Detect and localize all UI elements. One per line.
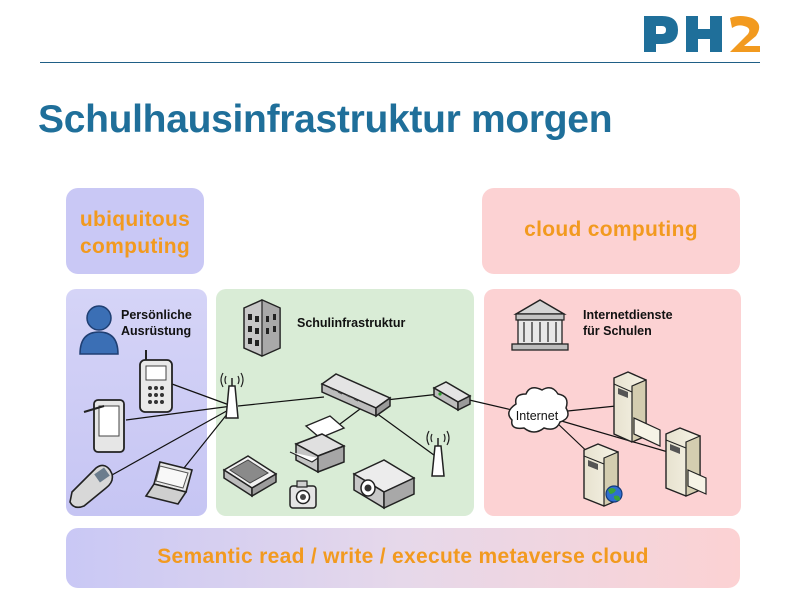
metaverse-cloud-banner (66, 528, 740, 588)
smartphone-icon (69, 464, 114, 509)
internet-services-label-line2: für Schulen (583, 324, 652, 338)
person-icon (79, 305, 119, 355)
globe-icon (605, 485, 623, 503)
personal-equipment-label-line2: Ausrüstung (121, 324, 191, 338)
server-icon (613, 371, 661, 447)
router-icon (432, 381, 472, 412)
internet-cloud-label: Internet (516, 409, 559, 423)
cloud-computing-box (482, 188, 740, 274)
internet-services-building-icon (511, 299, 569, 351)
ubiquitous-computing-label: ubiquitous computing (66, 206, 204, 260)
ubiquitous-label-line2: computing (79, 235, 191, 258)
school-building-icon (243, 299, 281, 357)
internet-services-label-line1: Internetdienste (583, 308, 673, 322)
pda-icon (83, 399, 125, 453)
cloud-computing-label: cloud computing (524, 218, 698, 241)
ubiquitous-label-line1: ubiquitous (79, 208, 191, 231)
personal-equipment-label-line1: Persönliche (121, 308, 192, 322)
connection-lines (102, 383, 669, 481)
phz-logo (644, 16, 760, 52)
slide-title: Schulhausinfrastruktur morgen (38, 98, 613, 141)
printer-icon (289, 415, 346, 474)
wireless-access-point-2-icon (426, 430, 450, 477)
laptop-icon (144, 461, 193, 505)
server-2-icon (665, 427, 707, 497)
metaverse-cloud-label: Semantic read / write / execute metavers… (157, 545, 649, 568)
ubiquitous-computing-box (66, 188, 204, 274)
internet-cloud-icon (508, 387, 569, 433)
mobile-phone-icon (139, 350, 173, 413)
camera-icon (289, 480, 317, 509)
network-switch-icon (320, 373, 392, 418)
school-infrastructure-label: Schulinfrastruktur (297, 316, 405, 330)
header-rule (40, 62, 760, 63)
wireless-access-point-icon (220, 372, 244, 419)
projector-icon (352, 459, 416, 510)
scanner-icon (222, 455, 278, 498)
